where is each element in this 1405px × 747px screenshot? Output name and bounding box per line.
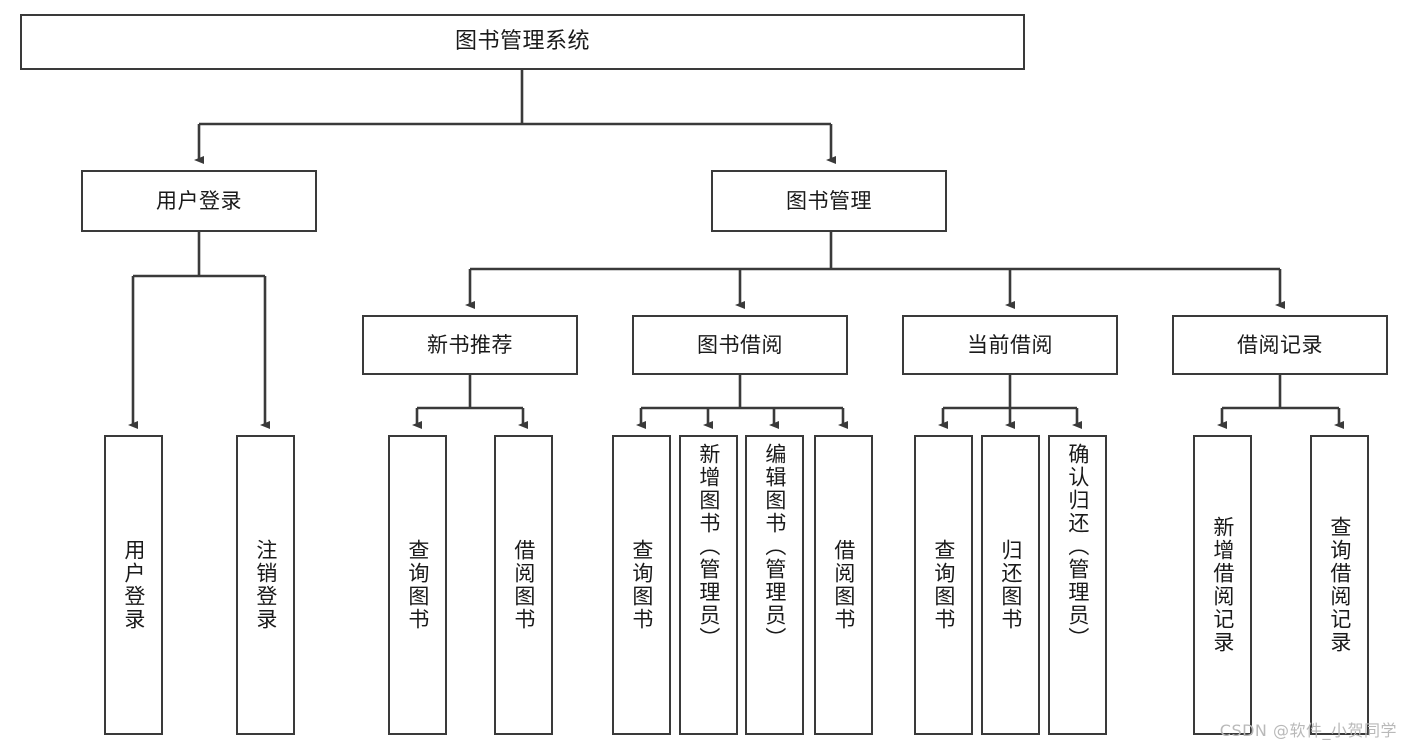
node-label: 借阅图书 [831,539,856,631]
node-label: 用户登录 [156,188,242,213]
node-leaf-query-book-1[interactable]: 查询图书 [388,435,447,735]
node-leaf-add-book[interactable]: 新增图书（管理员） [679,435,738,735]
node-book-borrow[interactable]: 图书借阅 [632,315,848,375]
node-leaf-logout-login[interactable]: 注销登录 [236,435,295,735]
node-leaf-borrow-book-1[interactable]: 借阅图书 [494,435,553,735]
node-leaf-confirm-return[interactable]: 确认归还（管理员） [1048,435,1107,735]
node-label: 归还图书 [998,539,1023,631]
node-label: 当前借阅 [967,332,1053,357]
node-label: 图书管理系统 [454,29,590,55]
node-book-manage[interactable]: 图书管理 [711,170,947,232]
node-label: 新书推荐 [427,332,513,357]
node-label: 借阅图书 [511,539,536,631]
node-label: 确认归还（管理员） [1065,443,1090,650]
node-root-system[interactable]: 图书管理系统 [20,14,1025,70]
node-leaf-user-login[interactable]: 用户登录 [104,435,163,735]
node-label: 查询图书 [405,539,430,631]
node-leaf-edit-book[interactable]: 编辑图书（管理员） [745,435,804,735]
node-label: 查询图书 [931,539,956,631]
node-label: 查询借阅记录 [1327,516,1352,654]
node-label: 图书管理 [786,188,872,213]
node-new-book-recommend[interactable]: 新书推荐 [362,315,578,375]
node-label: 注销登录 [253,539,278,631]
node-label: 新增图书（管理员） [696,443,721,650]
node-leaf-add-borrow-record[interactable]: 新增借阅记录 [1193,435,1252,735]
node-leaf-return-book[interactable]: 归还图书 [981,435,1040,735]
node-user-login[interactable]: 用户登录 [81,170,317,232]
node-label: 用户登录 [121,539,146,631]
node-borrow-record[interactable]: 借阅记录 [1172,315,1388,375]
node-label: 编辑图书（管理员） [762,443,787,650]
node-label: 借阅记录 [1237,332,1323,357]
node-label: 查询图书 [629,539,654,631]
node-label: 新增借阅记录 [1210,516,1235,654]
node-current-borrow[interactable]: 当前借阅 [902,315,1118,375]
node-leaf-borrow-book-2[interactable]: 借阅图书 [814,435,873,735]
node-leaf-query-book-2[interactable]: 查询图书 [612,435,671,735]
node-label: 图书借阅 [697,332,783,357]
node-leaf-query-book-3[interactable]: 查询图书 [914,435,973,735]
watermark-text: CSDN @软件_小贺同学 [1219,721,1397,740]
node-leaf-query-borrow-record[interactable]: 查询借阅记录 [1310,435,1369,735]
